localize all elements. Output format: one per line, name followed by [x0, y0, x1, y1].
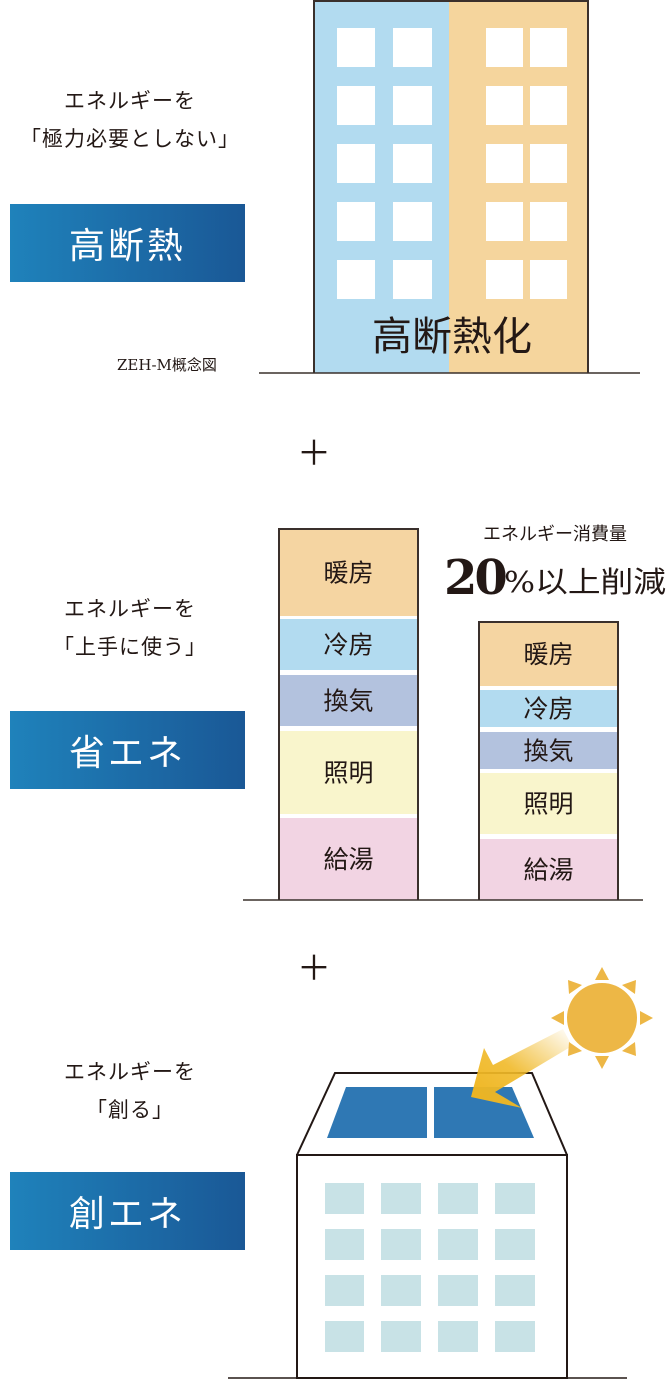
headline-small: エネルギー消費量	[483, 524, 627, 545]
segment-lighting	[279, 731, 418, 814]
segment-label-lighting: 照明	[523, 790, 573, 819]
badge-energy-saving: 省エネ	[10, 711, 245, 789]
segment-label-heating: 暖房	[323, 559, 373, 588]
segment-label-hot-water: 給湯	[523, 856, 573, 885]
lead-text-insulation: エネルギーを 「極力必要としない」	[0, 82, 260, 158]
segment-hot-water	[479, 839, 618, 900]
solar-panel	[434, 1087, 534, 1138]
lead-text-energy-saving: エネルギーを 「上手に使う」	[0, 590, 260, 666]
building-windows	[325, 1183, 535, 1352]
segment-ventilation	[279, 675, 418, 726]
badge-high-insulation: 高断熱	[10, 204, 245, 282]
caption: ZEH-M概念図	[117, 356, 217, 374]
segment-heating	[479, 622, 618, 686]
building-label: 高断熱化	[372, 314, 532, 360]
building-outline	[313, 0, 589, 373]
sunlight-arrow-icon	[471, 1029, 572, 1108]
lead-text-energy-creation: エネルギーを 「創る」	[0, 1053, 260, 1129]
segment-cooling	[279, 619, 418, 670]
segment-label-hot-water: 給湯	[323, 845, 373, 874]
segment-lighting	[479, 773, 618, 834]
bar-outline	[278, 528, 419, 900]
plus-sign: ＋	[297, 434, 331, 474]
bar-outline	[478, 621, 619, 900]
lead-line: エネルギーを	[64, 1060, 196, 1084]
plus-sign: ＋	[297, 949, 331, 989]
badge-energy-creation: 創エネ	[10, 1172, 245, 1250]
building-windows	[337, 28, 567, 299]
segment-cooling	[479, 690, 618, 727]
segment-label-ventilation: 換気	[323, 687, 373, 716]
segment-label-cooling: 冷房	[523, 695, 573, 724]
segment-heating	[279, 529, 418, 616]
segment-label-cooling: 冷房	[323, 631, 373, 660]
lead-line: 「創る」	[86, 1098, 174, 1122]
segment-label-ventilation: 換気	[523, 737, 573, 766]
segment-ventilation	[479, 732, 618, 769]
sun-icon	[551, 967, 653, 1069]
lead-line: 「極力必要としない」	[20, 127, 240, 151]
lead-line: エネルギーを	[64, 597, 196, 621]
segment-label-lighting: 照明	[323, 759, 373, 788]
solar-building	[228, 967, 653, 1379]
lead-line: エネルギーを	[64, 89, 196, 113]
solar-panel	[327, 1087, 427, 1138]
segment-hot-water	[279, 818, 418, 900]
lead-line: 「上手に使う」	[53, 635, 207, 659]
segment-label-heating: 暖房	[523, 640, 573, 669]
insulated-building: 高断熱化 ZEH-M概念図	[117, 0, 640, 374]
headline-rest: %以上削減	[504, 565, 666, 599]
headline-number: 20	[444, 550, 506, 606]
